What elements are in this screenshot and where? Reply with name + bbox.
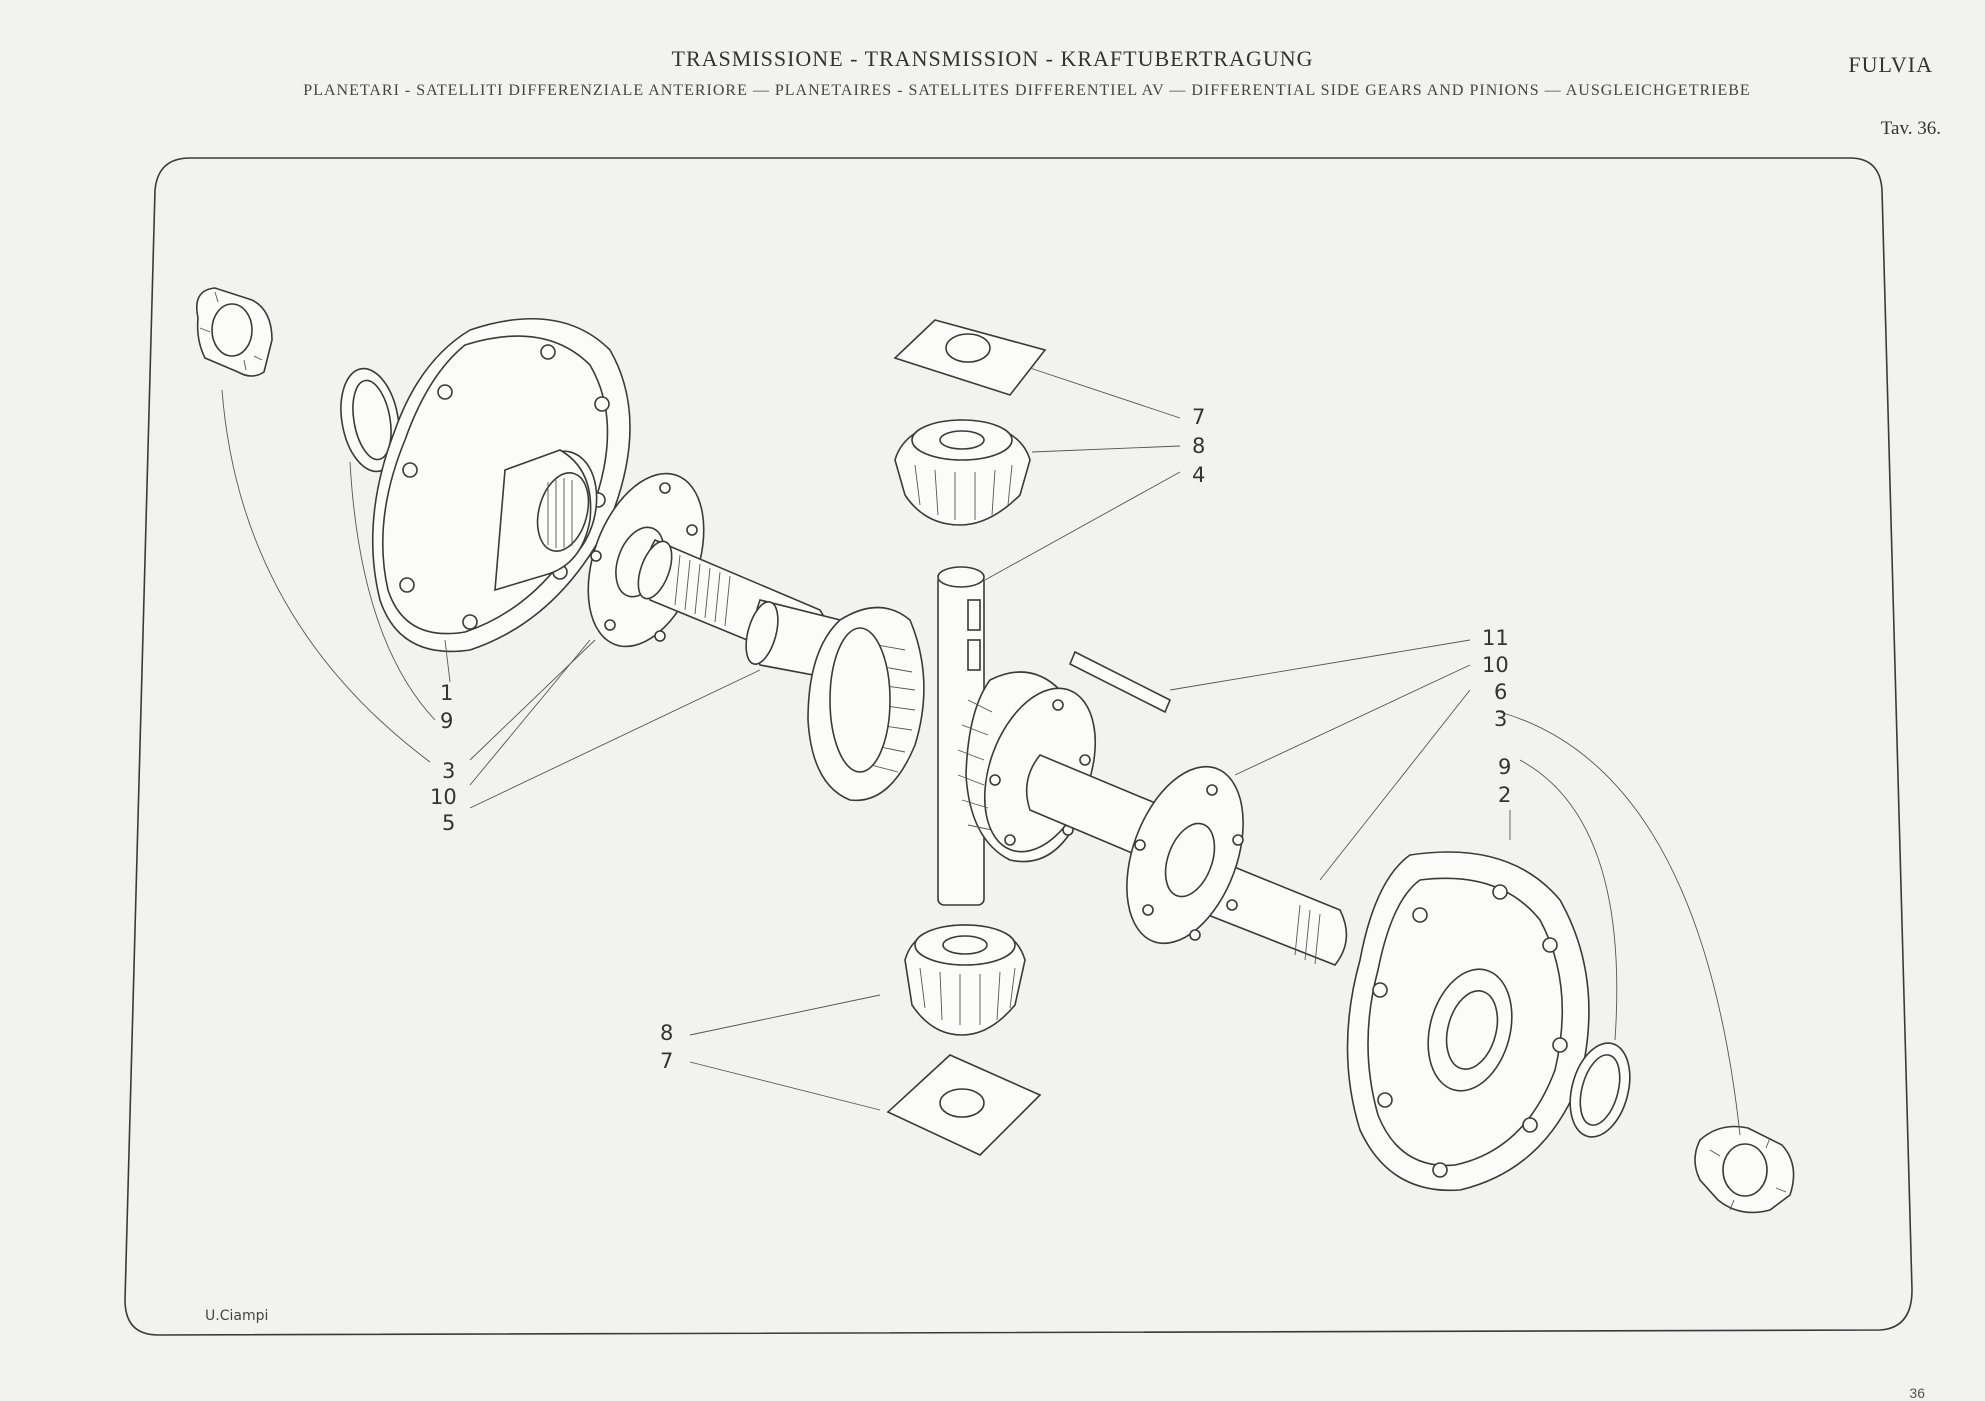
callout-11: 11 xyxy=(1482,626,1509,650)
bearing-support-right xyxy=(1346,851,1590,1192)
diagram-frame xyxy=(124,157,1913,1336)
callout-3-right: 3 xyxy=(1494,707,1507,731)
thrust-washer-top xyxy=(893,319,1047,396)
flange-right xyxy=(1126,765,1244,945)
bearing-support-left xyxy=(371,317,631,653)
key-bar xyxy=(1068,650,1172,714)
callout-9-right: 9 xyxy=(1498,755,1511,779)
callout-10-right: 10 xyxy=(1482,653,1509,677)
callout-5: 5 xyxy=(442,811,455,835)
callout-2: 2 xyxy=(1498,783,1511,807)
callout-8-bottom: 8 xyxy=(660,1021,673,1045)
pinion-top xyxy=(894,419,1031,526)
side-gear-left xyxy=(807,606,925,802)
callout-7-top: 7 xyxy=(1192,405,1205,429)
callout-1: 1 xyxy=(440,681,453,705)
thrust-washer-bottom xyxy=(886,1054,1042,1156)
page-number: 36 xyxy=(1909,1385,1925,1401)
pinion-shaft xyxy=(937,566,985,906)
pinion-bottom xyxy=(904,924,1026,1036)
ring-nut-left xyxy=(196,287,273,377)
callout-9-left: 9 xyxy=(440,709,453,733)
plate-title: TRASMISSIONE - TRANSMISSION - KRAFTUBERT… xyxy=(671,46,1314,71)
callout-10-left: 10 xyxy=(430,785,457,809)
callout-8-top: 8 xyxy=(1192,434,1205,458)
plate-subtitle: PLANETARI - SATELLITI DIFFERENZIALE ANTE… xyxy=(303,82,1751,99)
model-name: FULVIA xyxy=(1848,52,1933,77)
seal-ring-left xyxy=(340,367,400,473)
callout-3-left: 3 xyxy=(442,759,455,783)
ring-nut-right xyxy=(1694,1125,1795,1214)
illustrator-signature: U.Ciampi xyxy=(205,1308,268,1324)
plate-number: Tav. 36. xyxy=(1880,118,1941,139)
callout-4: 4 xyxy=(1192,463,1205,487)
seal-ring-right xyxy=(1569,1042,1631,1138)
callout-6: 6 xyxy=(1494,680,1507,704)
callout-7-bottom: 7 xyxy=(660,1049,673,1073)
leader-lines xyxy=(221,367,1741,1136)
